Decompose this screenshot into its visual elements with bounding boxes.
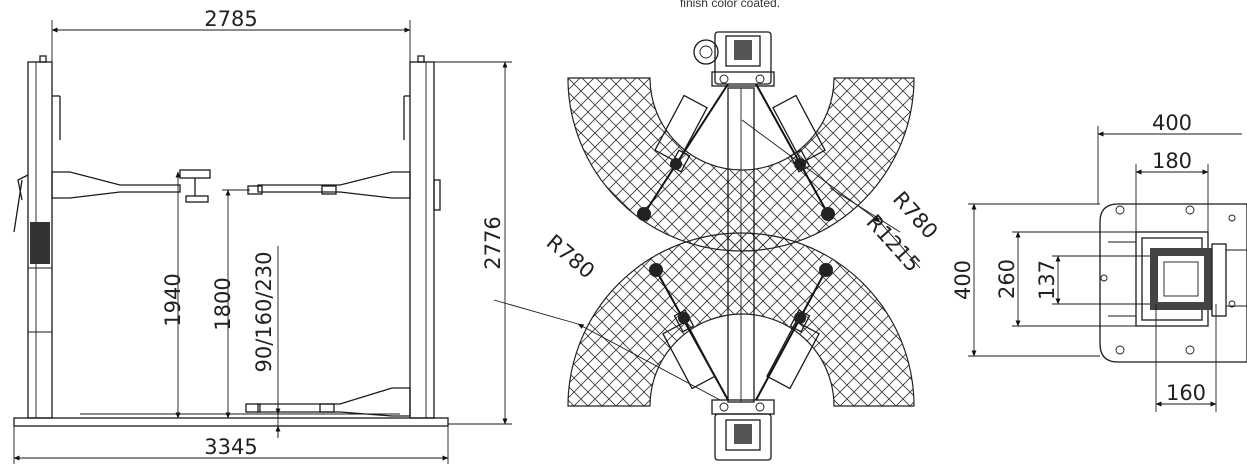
bottom-column-head <box>711 399 775 461</box>
dim-width-base: 3345 <box>13 426 449 464</box>
dim-pad-heights-label: 90/160/230 <box>252 251 276 372</box>
dim-height-arm: 1940 <box>161 171 185 419</box>
dim-plate-mid-height-label: 260 <box>995 259 1019 299</box>
dim-total-height-label: 2776 <box>481 216 505 269</box>
dim-plate-bottom-width: 160 <box>1155 304 1217 412</box>
top-view: R780 R1215 R780 <box>493 31 942 461</box>
lower-lift-arms <box>649 158 833 401</box>
dim-plate-inner-height: 137 <box>1035 255 1150 305</box>
top-column-head <box>693 31 775 87</box>
dim-plate-bottom-width-label: 160 <box>1166 381 1206 405</box>
dim-pad-heights: 90/160/230 <box>252 246 281 438</box>
dim-plate-outer-height-label: 400 <box>951 260 975 300</box>
dim-width-top-label: 2785 <box>204 7 257 31</box>
dim-plate-outer-width-label: 400 <box>1152 111 1192 135</box>
radius-lower-label: R780 <box>542 230 599 284</box>
dim-width-top: 2785 <box>51 7 411 62</box>
dim-height-lift-label: 1800 <box>211 277 235 330</box>
dim-total-height: 2776 <box>434 61 512 425</box>
column-section <box>1108 231 1247 327</box>
plate-outline <box>1099 203 1247 363</box>
dim-width-base-label: 3345 <box>204 435 257 459</box>
dim-height-arm-label: 1940 <box>161 273 185 326</box>
lower-arms <box>245 387 411 417</box>
caption-text: finish color coated. <box>680 0 780 10</box>
front-base-plate <box>13 417 449 427</box>
dim-plate-inner-height-label: 137 <box>1035 260 1059 300</box>
front-view: 2785 <box>13 7 512 464</box>
dim-plate-inner-width: 180 <box>1135 149 1209 236</box>
left-column <box>13 55 61 419</box>
dim-height-lift: 1800 <box>211 189 250 419</box>
dim-plate-mid-height: 260 <box>995 231 1136 327</box>
base-plate-view: 400 180 <box>951 111 1247 412</box>
right-column <box>403 55 441 419</box>
upper-arms <box>51 169 411 203</box>
dim-plate-outer-height: 400 <box>951 203 1100 357</box>
upper-lift-arms <box>637 83 835 221</box>
dim-plate-inner-width-label: 180 <box>1152 149 1192 173</box>
dim-plate-outer-width: 400 <box>1097 111 1242 204</box>
